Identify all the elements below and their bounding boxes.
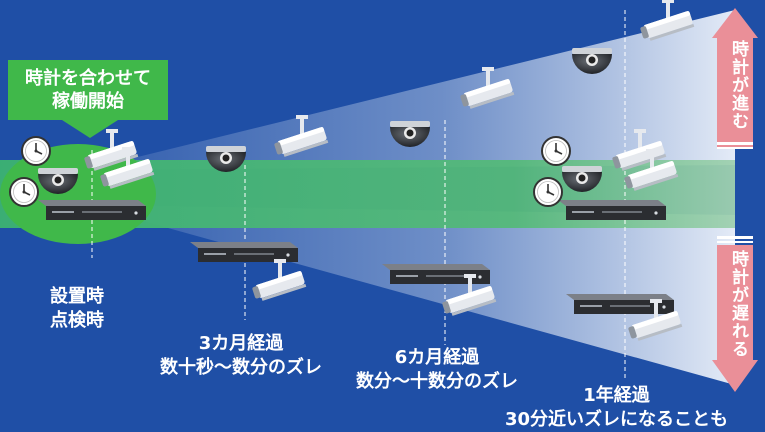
arrow-label-behind: 時計が遅れる xyxy=(728,250,748,358)
dome-camera-icon xyxy=(206,146,246,172)
bullet-camera-icon xyxy=(459,67,515,111)
start-callout: 時計を合わせて 稼働開始 xyxy=(8,60,168,120)
clock-icon xyxy=(533,177,563,207)
dome-camera-icon xyxy=(562,166,602,192)
recorder-icon xyxy=(558,200,666,220)
start-label-line1: 時計を合わせて xyxy=(25,67,151,89)
clock-icon xyxy=(541,136,571,166)
dome-camera-icon xyxy=(572,48,612,74)
arrow-down-icon xyxy=(712,236,758,392)
start-label-line2: 稼働開始 xyxy=(52,91,124,112)
dome-camera-icon xyxy=(390,121,430,147)
stage-label-1year: 1年経過 30分近いズレになることも xyxy=(505,385,729,430)
green-band-end xyxy=(735,165,765,223)
stage-label-3months: 3カ月経過 数十秒〜数分のズレ xyxy=(160,333,322,378)
bullet-camera-icon xyxy=(273,115,329,159)
arrow-up-icon xyxy=(712,8,758,149)
stage-label-install: 設置時 点検時 xyxy=(50,286,104,331)
recorder-icon xyxy=(38,200,146,220)
arrow-label-ahead: 時計が進む xyxy=(728,40,748,130)
stage-label-6months: 6カ月経過 数分〜十数分のズレ xyxy=(356,347,518,392)
bullet-camera-icon xyxy=(251,259,307,303)
clock-icon xyxy=(9,177,39,207)
start-callout-pointer xyxy=(62,120,118,138)
bullet-camera-icon xyxy=(639,0,695,43)
dome-camera-icon xyxy=(38,168,78,194)
clock-icon xyxy=(21,136,51,166)
